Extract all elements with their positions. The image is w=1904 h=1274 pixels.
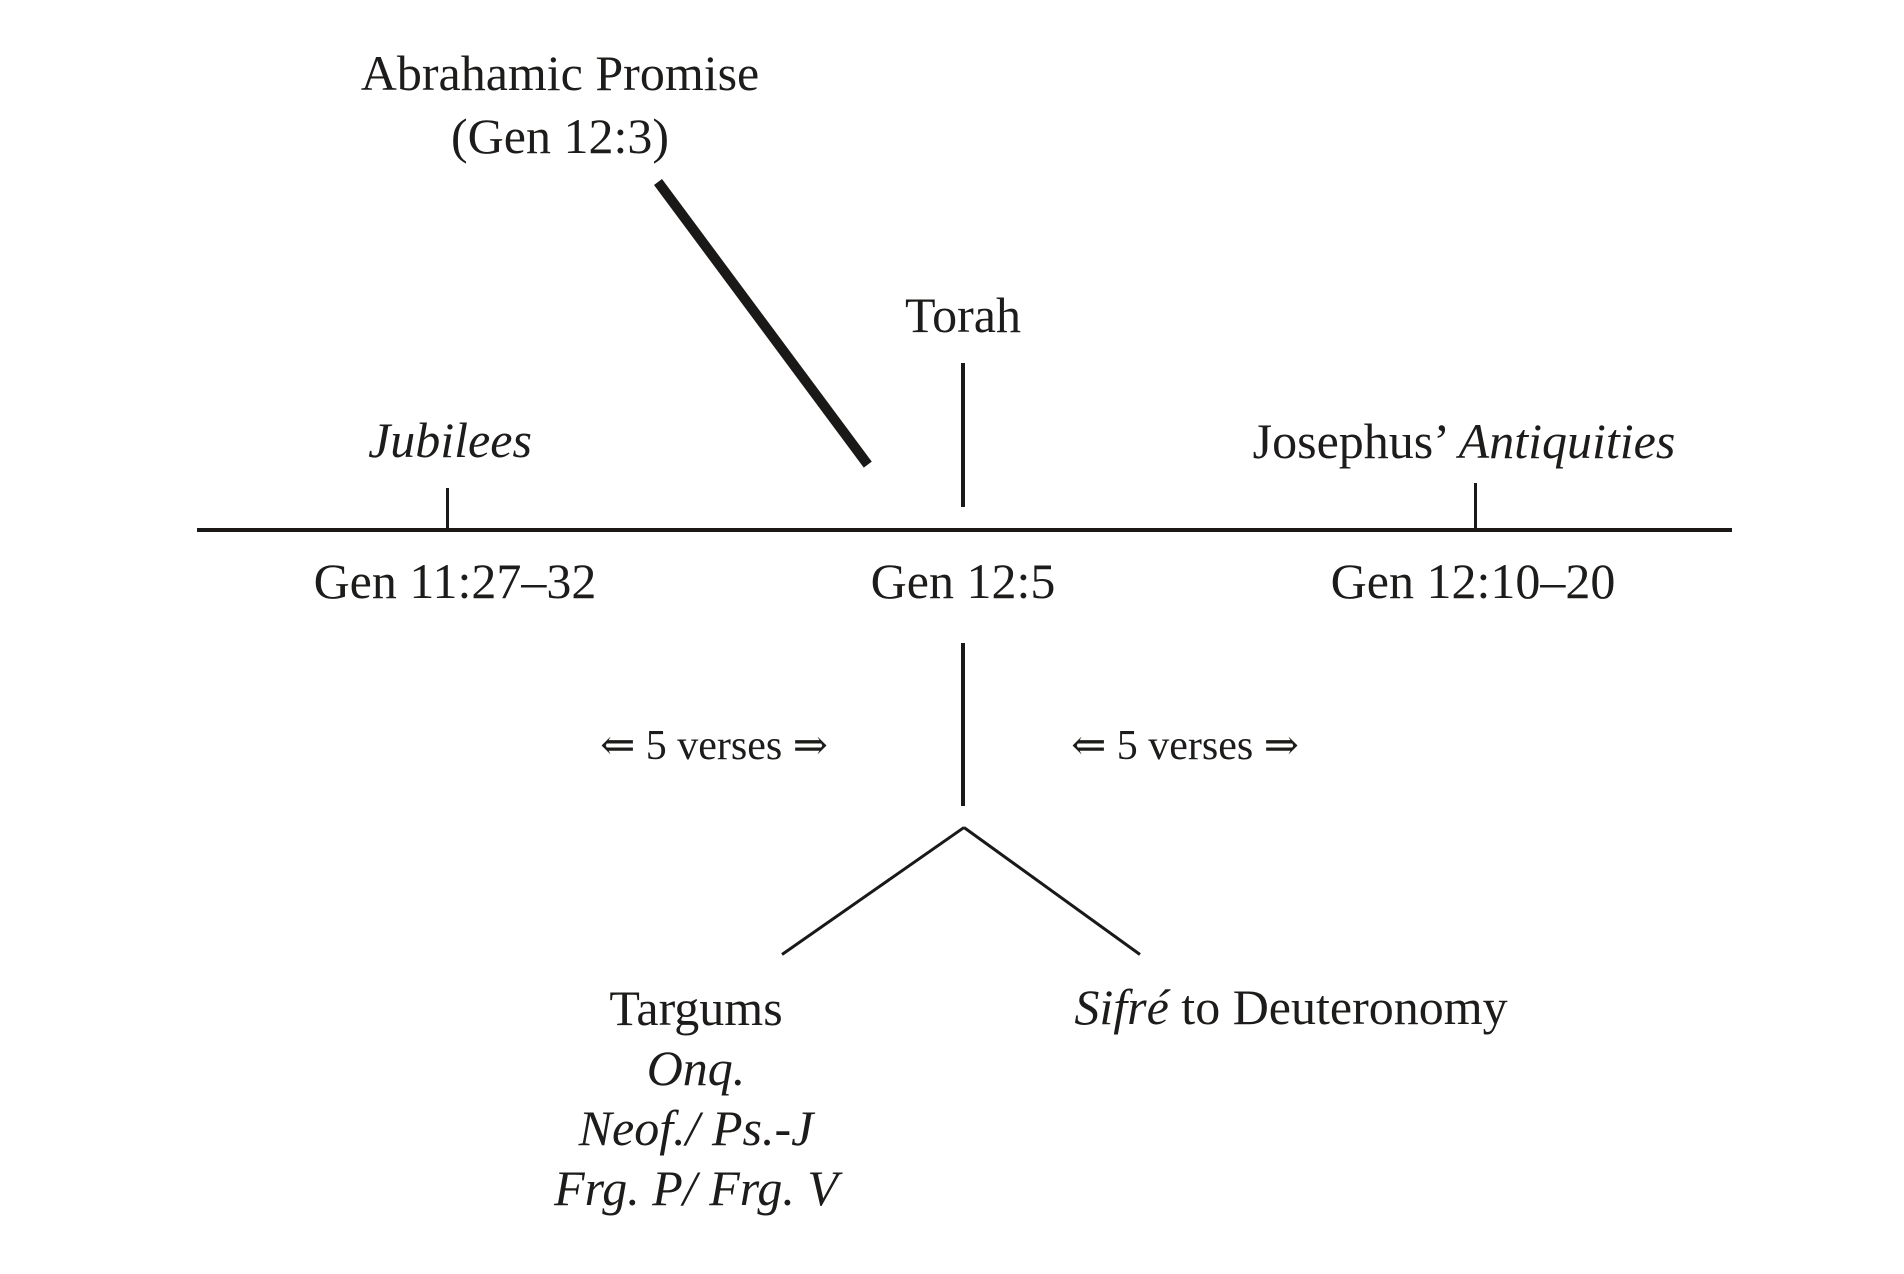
jubilees-tick-line: [446, 488, 449, 530]
josephus-antiquities-label: Josephus’ Antiquities: [1253, 416, 1676, 466]
gen-11-27-32-label: Gen 11:27–32: [313, 553, 597, 609]
sifre-deuteronomy-label: Sifré to Deuteronomy: [1074, 982, 1507, 1032]
gen-12-5-connector-line: [961, 643, 965, 806]
targums-block: Targums Onq. Neof./ Ps.-J Frg. P/ Frg. V: [554, 978, 838, 1218]
torah-connector-line: [961, 363, 965, 507]
josephus-title: Antiquities: [1458, 413, 1676, 469]
abrahamic-promise-label: Abrahamic Promise (Gen 12:3): [361, 42, 760, 168]
gen-12-5-label: Gen 12:5: [870, 553, 1056, 609]
abrahamic-promise-line1: Abrahamic Promise: [360, 45, 760, 101]
branch-left-line: [781, 826, 965, 956]
five-verses-left-label: ⇐ 5 verses ⇒: [600, 723, 828, 769]
sifre-title: Sifré: [1074, 979, 1169, 1035]
torah-label: Torah: [905, 287, 1021, 343]
abrahamic-promise-line2: (Gen 12:3): [450, 108, 669, 164]
josephus-prefix: Josephus’: [1252, 413, 1459, 469]
promise-diagonal-line: [653, 179, 872, 468]
timeline-line: [197, 528, 1732, 532]
targums-onq: Onq.: [646, 1040, 746, 1096]
sifre-suffix: to Deuteronomy: [1168, 979, 1508, 1035]
targums-frgp-frgv: Frg. P/ Frg. V: [554, 1160, 838, 1216]
jubilees-label: Jubilees: [368, 412, 532, 468]
branch-right-line: [963, 826, 1141, 956]
targums-title: Targums: [609, 980, 783, 1036]
five-verses-right-label: ⇐ 5 verses ⇒: [1071, 723, 1299, 769]
targums-neof-psj: Neof./ Ps.-J: [578, 1100, 814, 1156]
josephus-tick-line: [1474, 483, 1477, 530]
gen-12-10-20-label: Gen 12:10–20: [1330, 553, 1616, 609]
